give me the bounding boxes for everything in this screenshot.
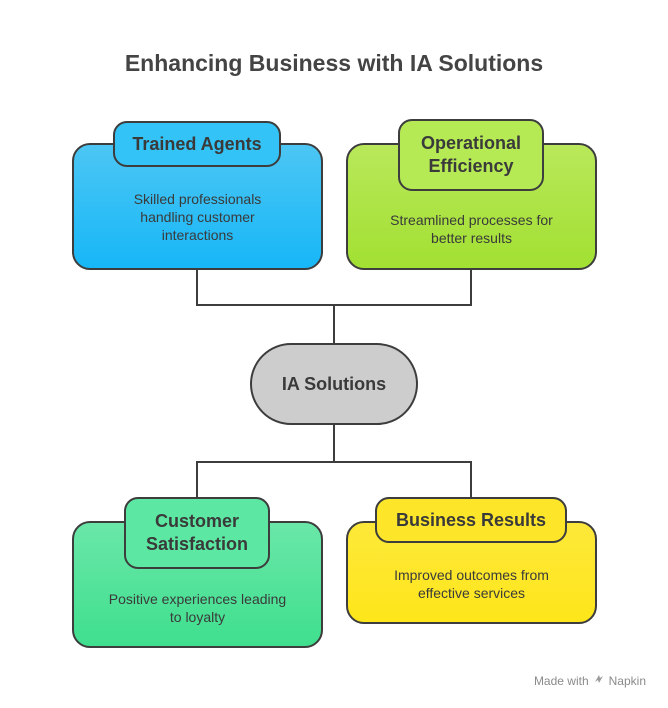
card-description: Improved outcomes from effective service… (394, 567, 549, 601)
label-business-results: Business Results (375, 497, 567, 543)
center-node-ia-solutions: IA Solutions (250, 343, 418, 425)
diagram-title: Enhancing Business with IA Solutions (124, 50, 544, 76)
card-description: Skilled professionals handling customer … (133, 191, 262, 243)
made-with-text: Made with (533, 673, 589, 688)
label-trained-agents: Trained Agents (113, 121, 281, 167)
napkin-watermark: Made with Napkin (534, 673, 646, 688)
napkin-brand-text: Napkin (608, 673, 646, 688)
label-operational-efficiency: Operational Efficiency (398, 119, 544, 191)
label-customer-satisfaction: Customer Satisfaction (124, 497, 270, 569)
napkin-logo-icon (593, 673, 605, 688)
card-description: Positive experiences leading to loyalty (108, 591, 287, 625)
card-description: Streamlined processes for better results (390, 212, 553, 246)
